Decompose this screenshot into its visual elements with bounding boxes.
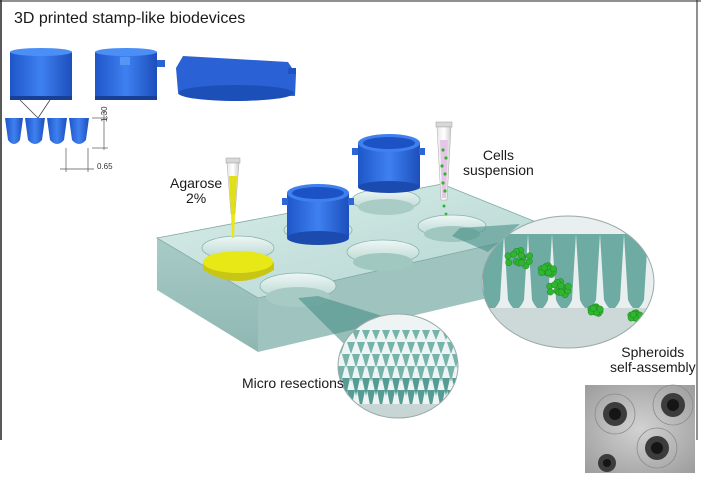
- well-front-micro: [259, 272, 337, 307]
- label-spheroids-line1: Spheroids: [621, 344, 685, 360]
- dimension-spacing: 0.65: [97, 162, 113, 171]
- label-spheroids-line2: self-assembly: [610, 358, 696, 375]
- well-center: [346, 239, 420, 271]
- dimension-depth: 1.30: [100, 106, 109, 122]
- figure-title: 3D printed stamp-like biodevices: [14, 10, 246, 27]
- stamp-front-view: [10, 48, 72, 100]
- pipette-agarose: [225, 157, 241, 238]
- lens-micro-resections: [337, 313, 459, 419]
- well-back-center: [351, 188, 421, 215]
- label-cells-line1: Cells: [482, 147, 514, 163]
- well-agarose-filled: [201, 235, 275, 281]
- stamp-above-well: [352, 134, 425, 193]
- lens-spheroids: [481, 215, 655, 349]
- label-cells-suspension: Cells suspension: [463, 148, 534, 177]
- pillar-profile-detail: [5, 99, 108, 172]
- stamp-in-well: [282, 184, 354, 245]
- stamp-perspective-view: [176, 56, 296, 101]
- micrograph-inset: [585, 384, 695, 473]
- zoom-wedge-spheroids: [452, 224, 520, 252]
- stamp-side-view: [95, 48, 165, 100]
- label-spheroids: Spheroids self-assembly: [610, 345, 696, 374]
- label-agarose-line2: 2%: [185, 189, 207, 206]
- label-micro-resections: Micro resections: [242, 375, 344, 391]
- label-agarose-line1: Agarose: [170, 175, 223, 191]
- label-agarose: Agarose 2%: [170, 176, 222, 205]
- pipette-cells: [435, 121, 453, 216]
- label-cells-line2: suspension: [463, 161, 534, 178]
